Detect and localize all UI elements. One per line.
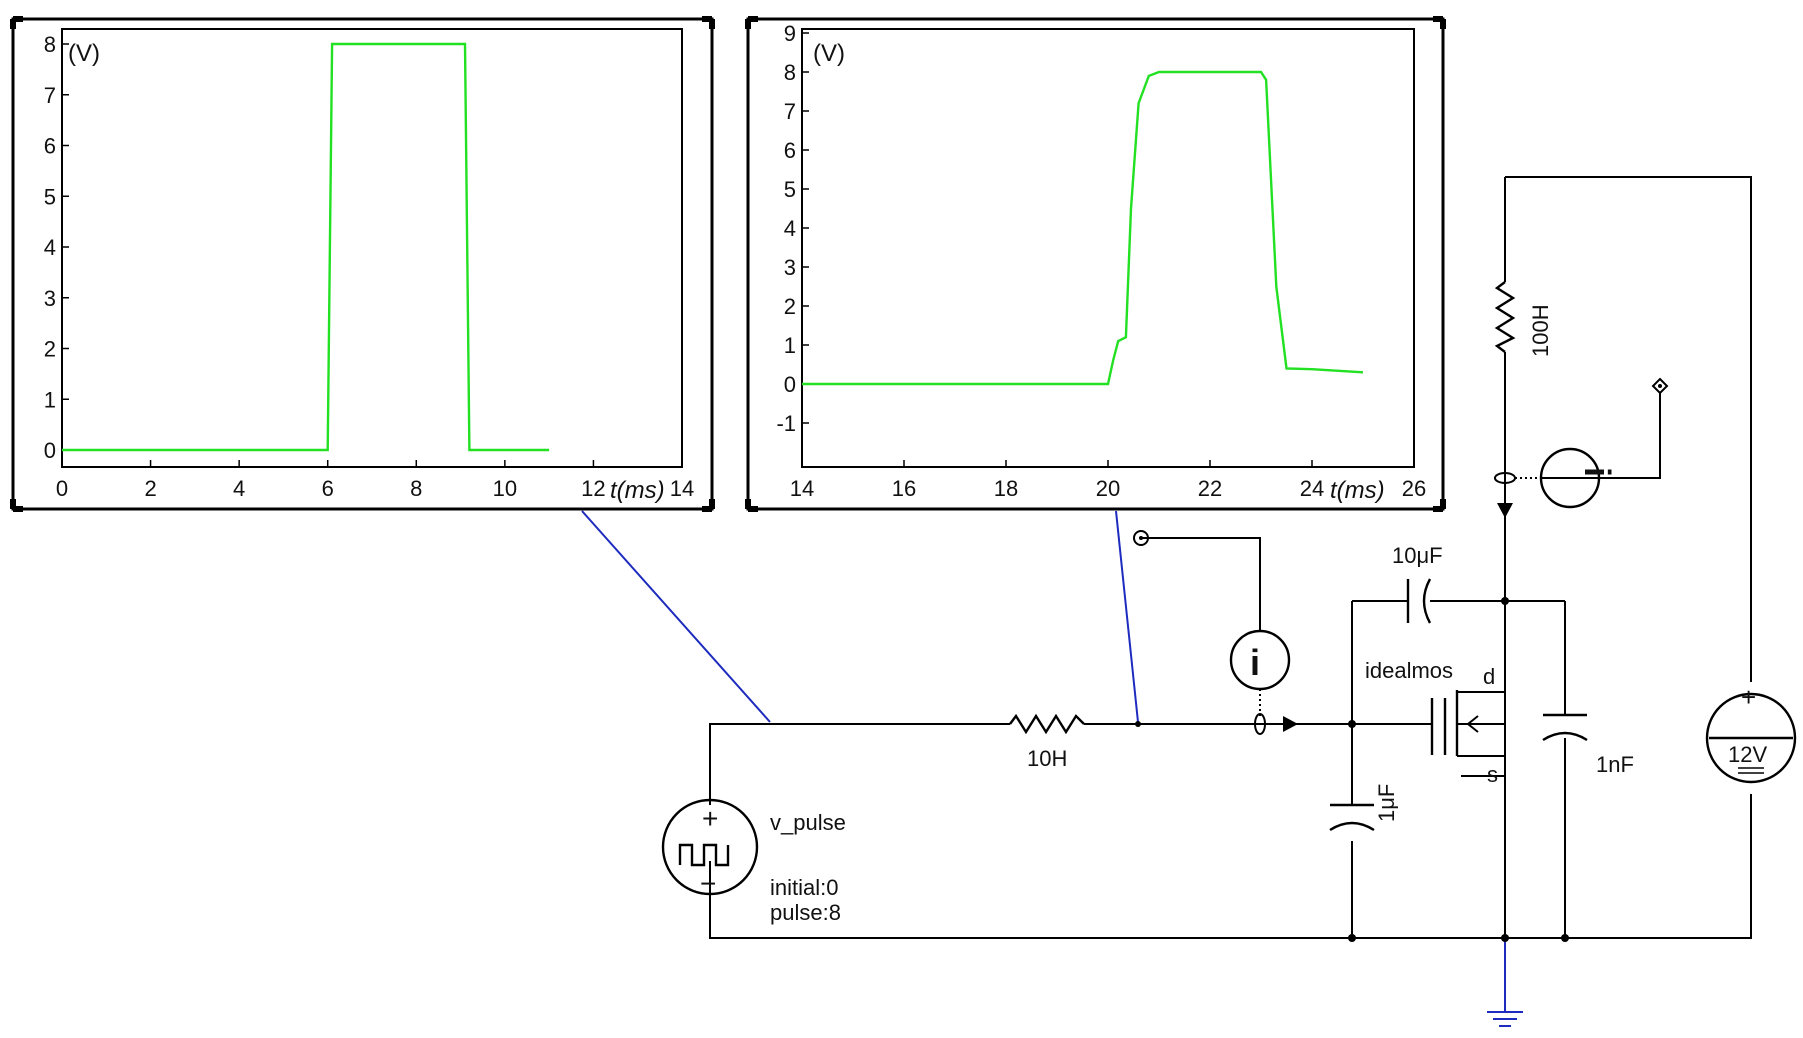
y-tick-label: 6 — [784, 138, 796, 163]
x-tick-label: 16 — [892, 476, 916, 501]
source-param-pulse: pulse:8 — [770, 900, 841, 925]
feedback-capacitor[interactable] — [1406, 578, 1432, 624]
drain-ammeter[interactable]: i — [1494, 447, 1618, 518]
x-tick-label: 14 — [790, 476, 814, 501]
y-tick-label: 6 — [44, 134, 56, 159]
drain-inductor[interactable] — [1494, 281, 1516, 353]
y-tick-label: 8 — [784, 60, 796, 85]
gate-inductor[interactable] — [1009, 713, 1085, 735]
source-plus-sign: + — [702, 803, 718, 834]
drain-ammeter-icon: i — [1577, 467, 1618, 477]
y-tick-label: -1 — [776, 411, 796, 436]
wires — [709, 176, 1752, 1012]
x-tick-label: 24 — [1300, 476, 1324, 501]
plot-1-area — [61, 28, 683, 468]
y-tick-label: 1 — [44, 387, 56, 412]
plot-1-corner-handles[interactable] — [10, 16, 715, 512]
gate-capacitor[interactable] — [1329, 803, 1375, 832]
y-tick-label: 4 — [44, 235, 56, 260]
source-name: v_pulse — [770, 810, 846, 835]
pulse-source[interactable]: + − — [661, 798, 759, 899]
x-tick-label: 10 — [493, 476, 517, 501]
drain-capacitor[interactable] — [1542, 713, 1588, 742]
gate-current-arrow — [1283, 716, 1298, 732]
gate-ammeter[interactable]: i — [1229, 629, 1298, 735]
plot-1-xlabel: t(ms) — [610, 477, 665, 504]
mosfet-name: idealmos — [1365, 658, 1453, 683]
y-tick-label: 3 — [784, 255, 796, 280]
plot-2-x-ticks: 14 16 18 20 22 24 26 — [790, 460, 1426, 501]
mosfet[interactable] — [1430, 690, 1506, 776]
mosfet-source-label: s — [1487, 762, 1498, 787]
x-tick-label: 14 — [670, 476, 694, 501]
y-tick-label: 5 — [784, 177, 796, 202]
supply-plus-sign: + — [1741, 682, 1756, 712]
ground-symbol — [1487, 1011, 1523, 1027]
drain-capacitor-label: 1nF — [1596, 752, 1634, 777]
y-tick-label: 8 — [44, 32, 56, 57]
x-tick-label: 0 — [56, 476, 68, 501]
plot-2[interactable]: -1 0 1 2 3 4 5 6 7 8 9 14 16 18 20 22 24 26 (V) t(ms) — [745, 16, 1446, 512]
y-tick-label: 7 — [44, 83, 56, 108]
y-tick-label: 0 — [44, 438, 56, 463]
plot-1-series-line — [62, 42, 550, 452]
y-tick-label: 7 — [784, 99, 796, 124]
drain-inductor-label: 100H — [1528, 304, 1553, 357]
plot-1-x-ticks: 0 2 4 6 8 10 12 14 — [56, 460, 694, 501]
y-tick-label: 1 — [784, 333, 796, 358]
x-tick-label: 2 — [144, 476, 156, 501]
plot-2-series-line — [802, 70, 1364, 386]
gate-probe-terminal[interactable] — [1133, 530, 1149, 546]
y-tick-label: 4 — [784, 216, 796, 241]
probe-link-1 — [581, 510, 771, 723]
gate-capacitor-label: 1μF — [1374, 784, 1399, 822]
dc-supply[interactable]: + 12V — [1705, 682, 1797, 784]
feedback-capacitor-label: 10μF — [1392, 543, 1443, 568]
y-tick-label: 3 — [44, 286, 56, 311]
plot-2-area — [801, 28, 1415, 468]
probe-link-2 — [1115, 510, 1139, 723]
y-tick-label: 2 — [784, 294, 796, 319]
source-param-initial: initial:0 — [770, 875, 838, 900]
source-minus-sign: − — [700, 868, 716, 899]
gate-inductor-label: 10H — [1027, 746, 1067, 771]
plot-2-ylabel: (V) — [813, 40, 845, 67]
x-tick-label: 8 — [410, 476, 422, 501]
junction-dots — [1135, 597, 1569, 942]
plot-2-xlabel: t(ms) — [1330, 477, 1385, 504]
plot-1-y-ticks: 0 1 2 3 4 5 6 7 8 — [44, 32, 69, 463]
gate-ammeter-icon: i — [1250, 642, 1260, 683]
plot-2-corner-handles[interactable] — [745, 16, 1446, 512]
x-tick-label: 26 — [1402, 476, 1426, 501]
drain-current-arrow — [1497, 503, 1513, 518]
y-tick-label: 0 — [784, 372, 796, 397]
x-tick-label: 20 — [1096, 476, 1120, 501]
supply-voltage-label: 12V — [1728, 742, 1767, 767]
x-tick-label: 22 — [1198, 476, 1222, 501]
x-tick-label: 18 — [994, 476, 1018, 501]
drain-probe-terminal[interactable] — [1651, 377, 1669, 395]
x-tick-label: 6 — [322, 476, 334, 501]
x-tick-label: 12 — [581, 476, 605, 501]
y-tick-label: 2 — [44, 337, 56, 362]
y-tick-label: 9 — [784, 21, 796, 46]
plot-2-y-ticks: -1 0 1 2 3 4 5 6 7 8 9 — [776, 21, 809, 436]
x-tick-label: 4 — [233, 476, 245, 501]
mosfet-drain-label: d — [1483, 664, 1495, 689]
y-tick-label: 5 — [44, 184, 56, 209]
plot-1-ylabel: (V) — [68, 40, 100, 67]
